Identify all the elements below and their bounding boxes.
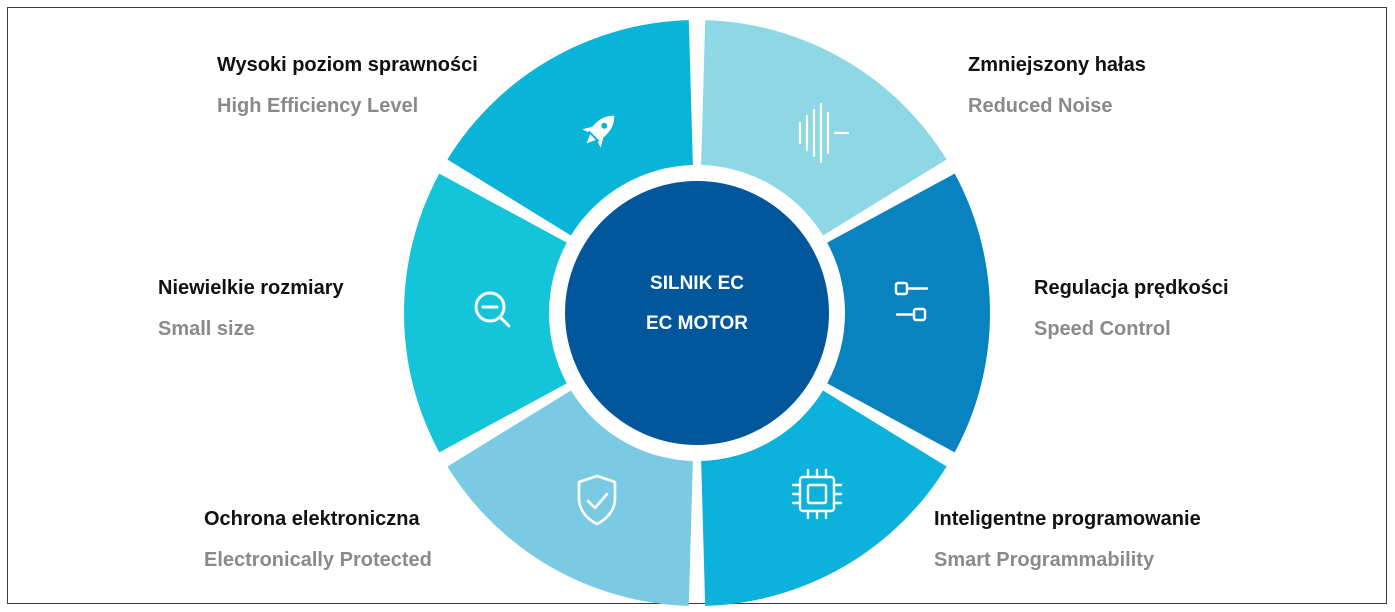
rocket-icon [582, 115, 615, 148]
center-label: SILNIK EC EC MOTOR [597, 272, 797, 336]
center-disc [565, 181, 829, 445]
zoom-out-icon [474, 291, 511, 328]
segment-noise [701, 20, 947, 236]
feature-title-en: Electronically Protected [204, 549, 432, 571]
feature-title-en: Speed Control [1034, 318, 1171, 340]
center-title-pl: SILNIK EC [650, 273, 744, 294]
feature-title-pl: Zmniejszony hałas [968, 54, 1146, 76]
feature-title-pl: Regulacja prędkości [1034, 277, 1229, 299]
feature-title-pl: Inteligentne programowanie [934, 508, 1201, 530]
feature-label-speed: Regulacja prędkości Speed Control [1034, 276, 1229, 341]
segment-size [404, 173, 567, 453]
segment-programming [701, 390, 947, 606]
feature-title-pl: Ochrona elektroniczna [204, 508, 420, 530]
feature-title-en: Small size [158, 318, 255, 340]
feature-label-size: Niewielkie rozmiary Small size [158, 276, 344, 341]
feature-label-noise: Zmniejszony hałas Reduced Noise [968, 53, 1146, 118]
shield-check-icon [577, 474, 617, 526]
center-title-en: EC MOTOR [645, 313, 749, 334]
sound-wave-icon [798, 102, 850, 164]
feature-label-efficiency: Wysoki poziom sprawności High Efficiency… [217, 53, 478, 118]
chip-icon [791, 468, 843, 520]
feature-title-en: Smart Programmability [934, 549, 1155, 571]
feature-title-pl: Wysoki poziom sprawności [217, 54, 478, 76]
feature-title-pl: Niewielkie rozmiary [158, 277, 344, 299]
feature-label-protection: Ochrona elektroniczna Electronically Pro… [204, 507, 432, 572]
feature-title-en: Reduced Noise [968, 95, 1113, 117]
feature-label-programming: Inteligentne programowanie Smart Program… [934, 507, 1201, 572]
sliders-icon [894, 281, 929, 322]
feature-title-en: High Efficiency Level [217, 95, 419, 117]
segment-speed [827, 173, 990, 453]
segment-efficiency [447, 20, 693, 236]
segment-protection [447, 390, 693, 606]
